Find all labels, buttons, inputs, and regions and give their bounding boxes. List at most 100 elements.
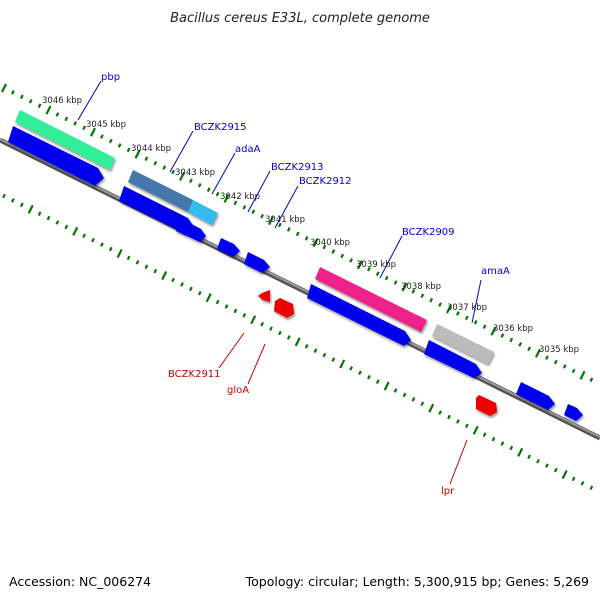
minor-tick xyxy=(473,320,478,325)
minor-tick xyxy=(117,143,122,148)
minor-tick xyxy=(162,165,167,170)
minor-tick xyxy=(2,193,6,199)
minor-tick xyxy=(375,271,380,276)
minor-tick xyxy=(545,355,549,360)
minor-tick xyxy=(527,346,531,352)
minor-tick xyxy=(491,436,496,442)
minor-tick xyxy=(429,297,434,303)
minor-tick xyxy=(456,419,460,424)
gene-labels: pbp BCZK2915 adaA BCZK2913 BCZK2912 BCZK… xyxy=(101,72,510,497)
minor-tick xyxy=(11,90,15,95)
minor-tick xyxy=(518,342,523,347)
minor-tick xyxy=(91,237,95,243)
feature-bar-bczk2915 xyxy=(128,170,193,212)
minor-tick xyxy=(278,330,282,336)
cds-arrow-bczk2915 xyxy=(119,186,194,234)
cds-arrow-adaa xyxy=(176,218,206,242)
minor-tick xyxy=(402,392,407,398)
minor-tick xyxy=(420,401,425,407)
gene-label-bczk2909: BCZK2909 xyxy=(402,227,455,238)
major-tick xyxy=(312,238,319,248)
minor-tick xyxy=(55,112,60,117)
minor-tick xyxy=(358,370,362,376)
minor-tick xyxy=(189,286,193,292)
kbp-label: 3046 kbp xyxy=(42,96,82,106)
minor-tick xyxy=(393,280,398,285)
minor-tick xyxy=(482,432,487,437)
kbp-label: 3039 kbp xyxy=(356,260,396,270)
minor-tick xyxy=(438,302,442,307)
feature-bar-bczk2909 xyxy=(315,267,427,332)
minor-tick xyxy=(64,116,69,122)
cds-arrow-gloa xyxy=(274,298,294,318)
minor-tick xyxy=(108,138,113,144)
major-tick xyxy=(472,425,479,435)
cds-arrow-bczk2912 xyxy=(244,252,270,273)
kbp-labels: 3046 kbp 3045 kbp 3044 kbp 3043 kbp 3042… xyxy=(42,96,579,355)
minor-tick xyxy=(509,445,514,451)
minor-tick xyxy=(82,125,86,131)
minor-tick xyxy=(411,397,416,402)
major-tick xyxy=(72,226,79,236)
minor-tick xyxy=(82,233,86,239)
gene-label-gloa: gloA xyxy=(227,385,249,396)
minor-tick xyxy=(322,352,327,358)
feature-bar-adaa xyxy=(188,200,218,225)
kbp-label: 3036 kbp xyxy=(493,324,533,334)
minor-tick xyxy=(367,266,371,272)
minor-tick xyxy=(562,364,567,369)
major-tick xyxy=(27,204,34,214)
minor-tick xyxy=(553,467,558,473)
minor-tick xyxy=(153,160,158,166)
major-tick xyxy=(268,216,274,226)
minor-tick xyxy=(242,313,247,318)
minor-tick xyxy=(500,333,505,338)
kbp-label: 3042 kbp xyxy=(220,192,260,202)
minor-tick xyxy=(215,299,220,305)
major-tick xyxy=(134,149,141,159)
feature-bar-pbp xyxy=(15,110,115,170)
minor-tick xyxy=(144,156,149,162)
cds-arrow-bczk2905 xyxy=(564,404,583,421)
gene-label-leaders xyxy=(77,80,482,485)
genome-backbone xyxy=(0,137,600,441)
minor-tick xyxy=(197,290,202,296)
reverse-cds-arrows xyxy=(258,290,497,416)
minor-tick xyxy=(180,282,184,287)
cds-arrow-bczk2913 xyxy=(217,238,240,257)
major-tick xyxy=(250,315,257,325)
major-tick xyxy=(90,127,96,137)
gene-label-bczk2911: BCZK2911 xyxy=(168,369,221,380)
minor-tick xyxy=(580,481,585,486)
minor-tick xyxy=(313,348,318,353)
minor-tick xyxy=(171,169,175,175)
kbp-label: 3038 kbp xyxy=(401,282,441,292)
minor-tick xyxy=(589,377,594,383)
gene-label-adaa: adaA xyxy=(235,144,261,155)
minor-tick xyxy=(55,220,60,225)
outer-tick-row xyxy=(1,83,594,383)
feature-bar-amaa xyxy=(432,324,494,364)
summary-text: Topology: circular; Length: 5,300,915 bp… xyxy=(245,574,589,589)
feature-bars xyxy=(15,110,494,364)
major-tick xyxy=(357,260,363,270)
minor-tick xyxy=(553,359,558,365)
cds-arrow-pbp xyxy=(8,126,104,186)
minor-tick xyxy=(295,231,300,237)
major-tick xyxy=(161,271,168,281)
gene-label-bczk2913: BCZK2913 xyxy=(271,162,324,173)
major-tick xyxy=(535,348,541,358)
minor-tick xyxy=(482,324,487,329)
gene-label-lpr: lpr xyxy=(441,486,455,497)
minor-tick xyxy=(19,202,24,208)
minor-tick xyxy=(171,277,175,283)
minor-tick xyxy=(456,311,460,316)
major-tick xyxy=(383,381,390,391)
minor-tick xyxy=(411,289,416,294)
minor-tick xyxy=(438,410,442,415)
minor-tick xyxy=(224,304,229,309)
minor-tick xyxy=(571,368,576,374)
minor-tick xyxy=(260,321,264,327)
minor-tick xyxy=(349,258,353,263)
minor-tick xyxy=(331,249,336,254)
